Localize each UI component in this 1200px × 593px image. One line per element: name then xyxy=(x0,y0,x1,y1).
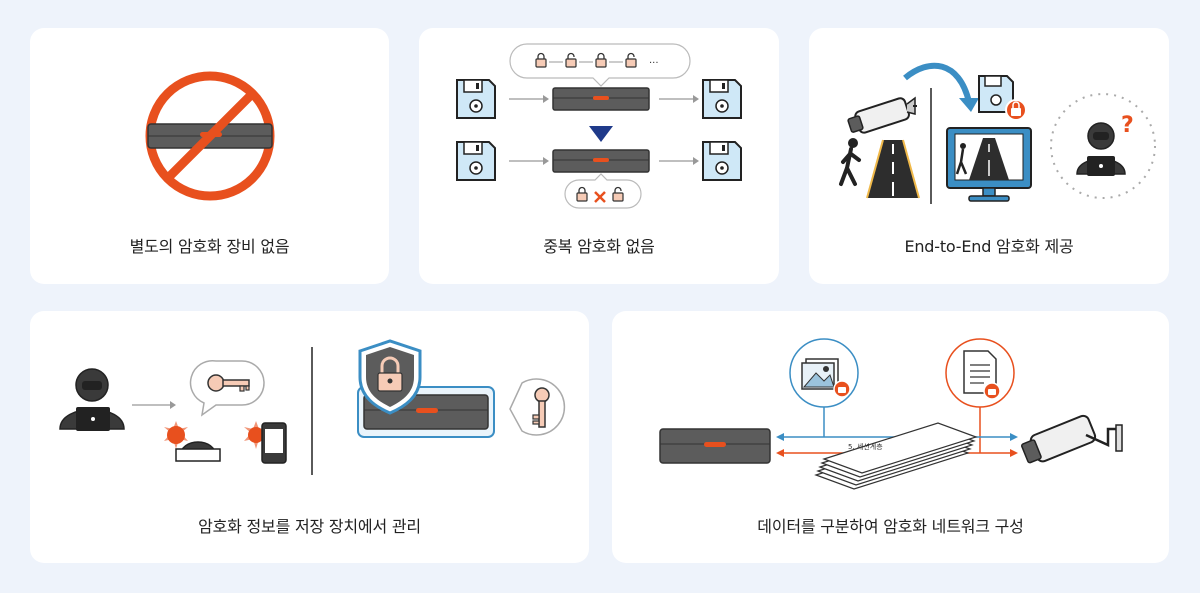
floppy-disk-icon xyxy=(456,79,496,119)
session-layer-stack: 5. 세션계층 xyxy=(814,422,978,490)
card-caption: 별도의 암호화 장비 없음 xyxy=(129,237,290,256)
segmented-network-illustration: 5. 세션계층 xyxy=(659,338,1123,490)
card-caption: 암호화 정보를 저장 장치에서 관리 xyxy=(198,517,421,536)
card-no-duplicate-encryption: ··· 중복 암호화 없음 xyxy=(419,28,779,284)
session-layer-label: 5. 세션계층 xyxy=(848,442,883,451)
hacker-icon xyxy=(59,368,125,431)
key-bubble xyxy=(189,359,265,417)
cctv-camera-icon xyxy=(847,96,917,134)
key-management-illustration xyxy=(59,339,566,475)
cross-icon xyxy=(594,191,606,203)
card-caption: 데이터를 구분하여 암호화 네트워크 구성 xyxy=(757,517,1024,536)
down-arrow-icon xyxy=(589,126,613,142)
ellipsis-label: ··· xyxy=(649,58,659,69)
curved-arrow-icon xyxy=(903,62,972,103)
card-key-management-in-storage: 암호화 정보를 저장 장치에서 관리 xyxy=(30,311,589,563)
question-mark-icon: ? xyxy=(1121,113,1134,138)
storage-device-icon xyxy=(552,149,650,173)
shield-lock-icon xyxy=(358,339,422,415)
lock-sequence-bubble: ··· xyxy=(509,43,691,87)
card-caption: End-to-End 암호화 제공 xyxy=(904,237,1074,256)
floppy-lock-icon xyxy=(978,75,1027,121)
key-icon xyxy=(207,374,250,392)
floppy-disk-icon xyxy=(702,141,742,181)
hacker-icon: ? xyxy=(1050,93,1156,199)
floppy-disk-icon xyxy=(702,79,742,119)
webcam-icon xyxy=(164,421,221,462)
monitor-icon xyxy=(946,127,1032,202)
smartphone-icon xyxy=(244,421,287,464)
card-end-to-end-encryption: ? End-to-End 암호화 제공 xyxy=(809,28,1169,284)
road-icon xyxy=(866,139,920,199)
floppy-disk-icon xyxy=(456,141,496,181)
storage-device-icon xyxy=(659,428,771,464)
end-to-end-illustration: ? xyxy=(839,62,1156,204)
no-device-illustration xyxy=(145,71,275,201)
cctv-camera-icon xyxy=(1021,414,1123,464)
key-icon xyxy=(532,387,550,428)
prohibited-icon xyxy=(145,71,275,201)
storage-device-icon xyxy=(552,87,650,111)
card-no-encryption-device: 별도의 암호화 장비 없음 xyxy=(30,28,389,284)
card-segmented-encryption-network: 5. 세션계층 데이터를 구분하여 암호화 네트워크 구성 xyxy=(612,311,1169,563)
duplicate-encryption-illustration: ··· xyxy=(456,43,742,209)
no-duplicate-bubble xyxy=(564,173,642,209)
person-walking-icon xyxy=(839,138,861,186)
image-data-bubble xyxy=(789,338,859,437)
document-data-bubble xyxy=(945,338,1015,453)
key-bubble-right xyxy=(509,378,566,436)
card-caption: 중복 암호화 없음 xyxy=(543,237,655,256)
